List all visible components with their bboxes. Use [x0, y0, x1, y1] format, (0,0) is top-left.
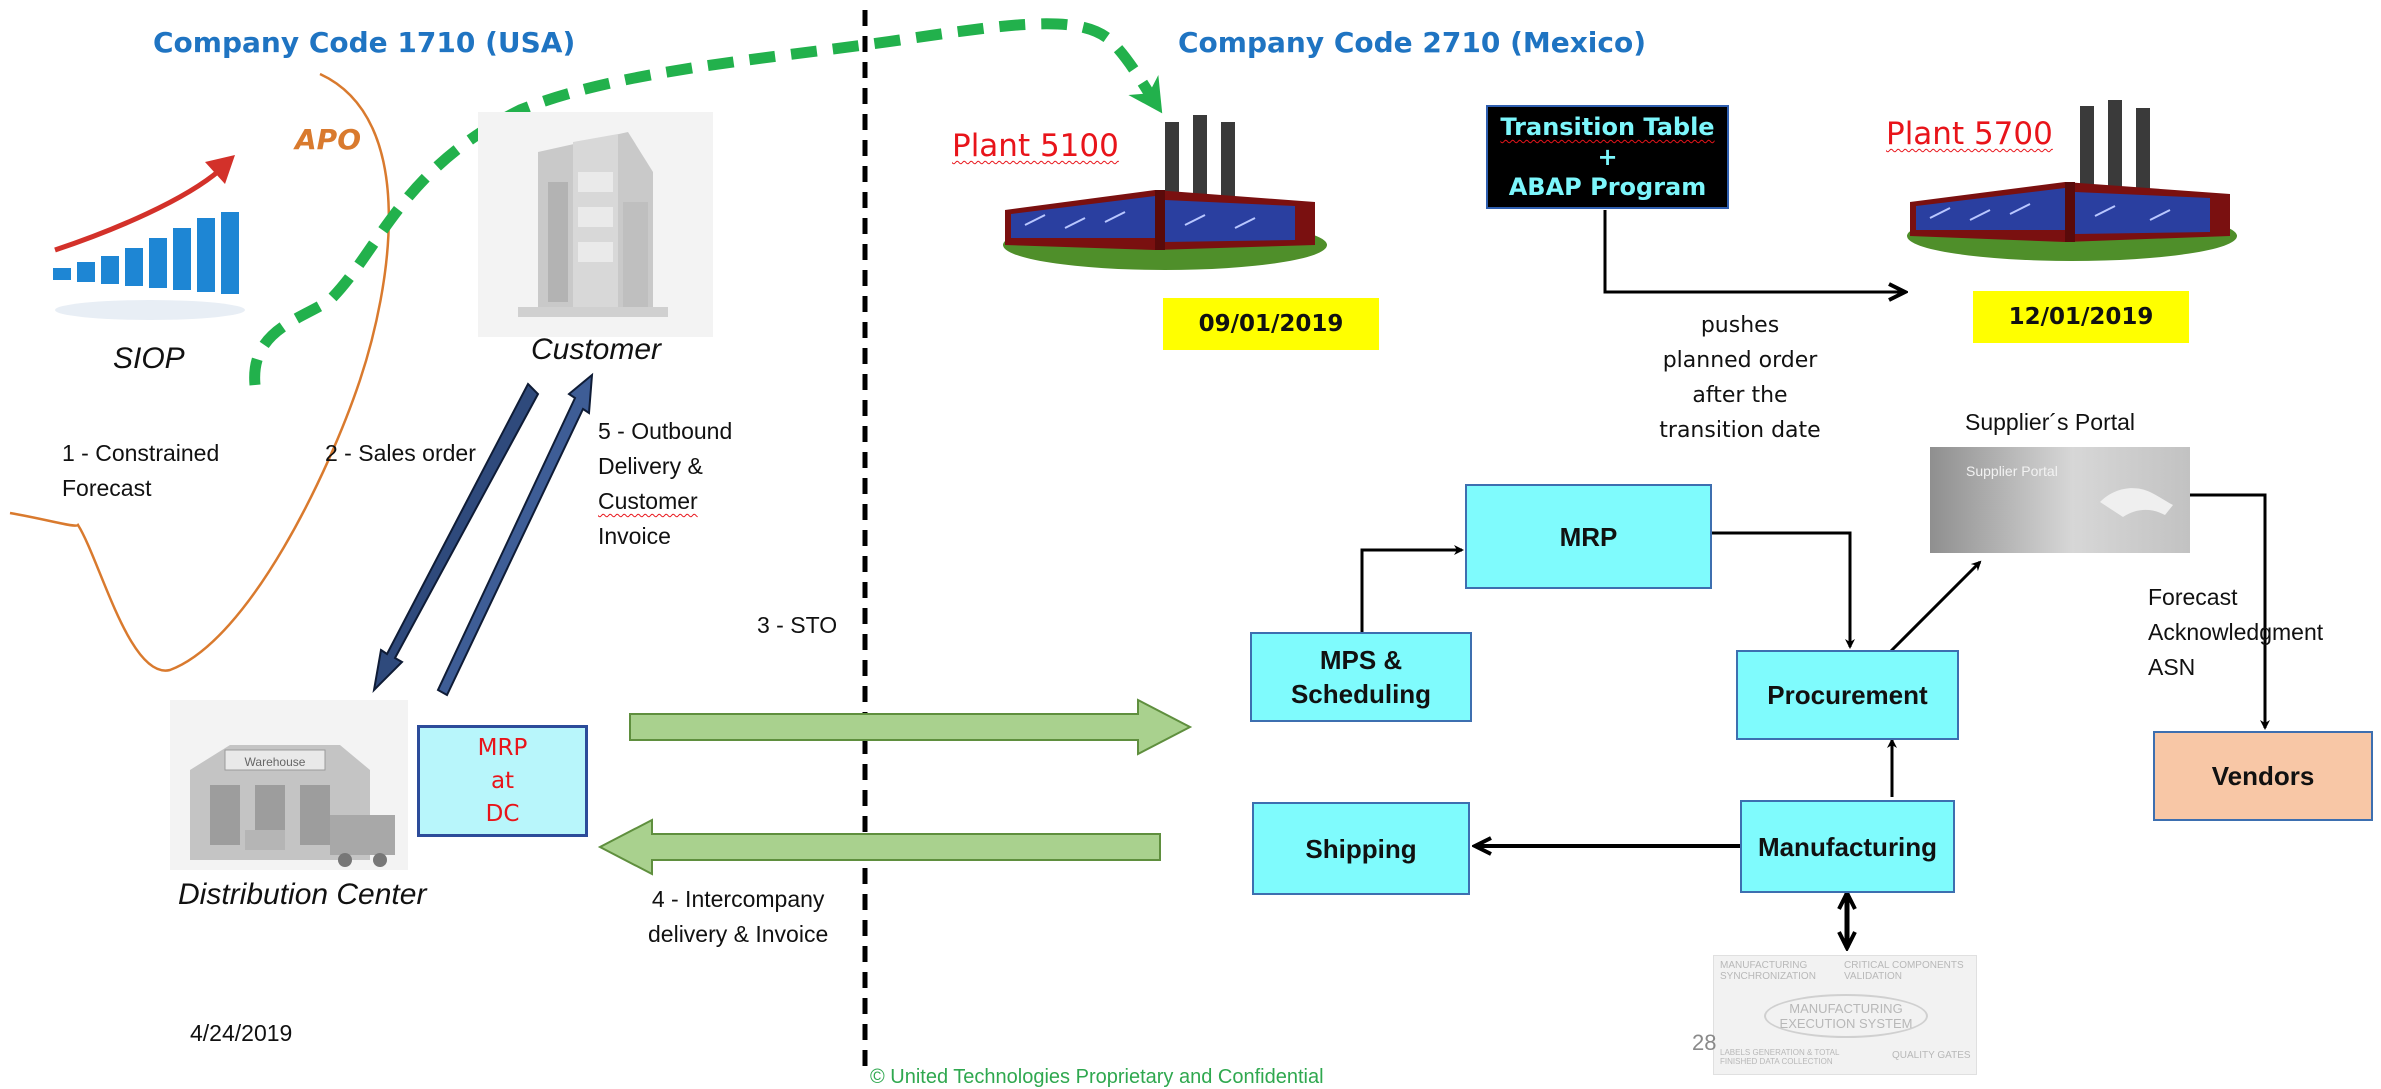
plant-5700-factory-icon [1907, 100, 2237, 261]
customer-label: Customer [531, 333, 662, 366]
customer-building-icon [478, 112, 713, 337]
step-3-sto: 3 - STO [757, 612, 838, 638]
plant-5700-label: Plant 5700 [1886, 116, 2053, 152]
supplier-portal-label: Supplier´s Portal [1965, 409, 2136, 435]
mrp-at-dc-box: MRP at DC [417, 725, 588, 837]
siop-chart-icon [53, 155, 245, 320]
vendors-box: Vendors [2153, 731, 2373, 821]
vendor-note: Forecast Acknowledgment ASN [2148, 584, 2324, 680]
mps-to-mrp [1360, 545, 1464, 632]
siop-label: SIOP [113, 342, 185, 375]
handshake-icon [2100, 488, 2173, 517]
mrp-box: MRP [1465, 484, 1712, 589]
supplier-portal-screen: Supplier Portal [1930, 447, 2190, 553]
footer-copyright: © United Technologies Proprietary and Co… [870, 1066, 1324, 1088]
manufacturing-box: Manufacturing [1740, 800, 1955, 893]
transition-note: pushes planned order after the transitio… [1659, 313, 1821, 443]
plant-5100-label: Plant 5100 [952, 128, 1119, 164]
procurement-box: Procurement [1736, 650, 1959, 740]
plant-5100-date: 09/01/2019 [1163, 298, 1379, 350]
step-5-outbound-delivery: 5 - Outbound Delivery & Customer Invoice [598, 418, 733, 549]
usa-company-title: Company Code 1710 (USA) [153, 26, 576, 59]
step-2-sales-order: 2 - Sales order [325, 440, 476, 466]
outbound-arrow [436, 372, 594, 697]
transition-table-box: Transition Table + ABAP Program [1486, 105, 1729, 209]
footer-page-number: 28 [1692, 1030, 1717, 1055]
sto-arrow [629, 698, 1193, 756]
green-dashed-arc [249, 18, 1165, 386]
transition-connector [1603, 210, 1905, 292]
apo-label: APO [295, 123, 361, 156]
warehouse-icon: Warehouse [170, 700, 408, 870]
supplier-portal-screen-text: Supplier Portal [1966, 463, 2058, 479]
plant-5100-factory-icon [1003, 115, 1327, 270]
intercompany-arrow [597, 818, 1161, 876]
mrp-to-procurement [1712, 531, 1855, 649]
distribution-center-label: Distribution Center [178, 878, 427, 911]
plant-5700-date: 12/01/2019 [1973, 291, 2189, 343]
mps-scheduling-box: MPS &Scheduling [1250, 632, 1472, 722]
mexico-company-title: Company Code 2710 (Mexico) [1178, 26, 1647, 59]
footer-date: 4/24/2019 [190, 1020, 293, 1046]
sales-order-arrow [372, 382, 540, 693]
warehouse-sign-text: Warehouse [245, 755, 306, 769]
portal-to-vendors-line [2190, 493, 2270, 730]
shipping-box: Shipping [1252, 802, 1470, 895]
procurement-to-portal [1888, 560, 1982, 654]
mes-graphic: MANUFACTURING SYNCHRONIZATION CRITICAL C… [1713, 955, 1977, 1075]
